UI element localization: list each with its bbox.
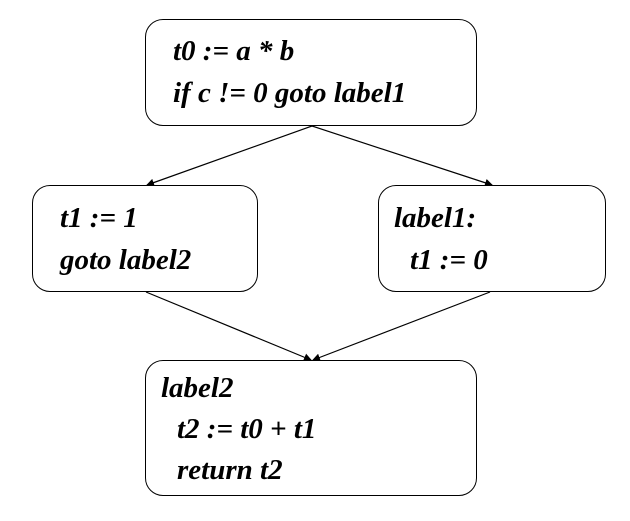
block-join-label: label2 <box>161 372 234 404</box>
block-join-line-1: t2 := t0 + t1 <box>177 413 317 445</box>
edge-else-to-join <box>312 291 491 362</box>
block-then-line-2: goto label2 <box>60 244 192 276</box>
basic-block-else: label1: t1 := 0 <box>378 185 606 292</box>
block-entry-line-2: if c != 0 goto label1 <box>173 77 407 109</box>
block-else-line-1: t1 := 0 <box>410 244 488 276</box>
edge-entry-to-else <box>311 125 493 187</box>
basic-block-entry: t0 := a * b if c != 0 goto label1 <box>145 19 477 126</box>
edge-then-to-join <box>145 291 312 362</box>
block-entry-line-1: t0 := a * b <box>173 35 295 67</box>
block-then-line-1: t1 := 1 <box>60 202 138 234</box>
block-join-line-2: return t2 <box>177 454 283 486</box>
block-else-label: label1: <box>394 202 477 234</box>
basic-block-join: label2 t2 := t0 + t1 return t2 <box>145 360 477 496</box>
basic-block-then: t1 := 1 goto label2 <box>32 185 258 292</box>
edge-entry-to-then <box>146 125 313 187</box>
